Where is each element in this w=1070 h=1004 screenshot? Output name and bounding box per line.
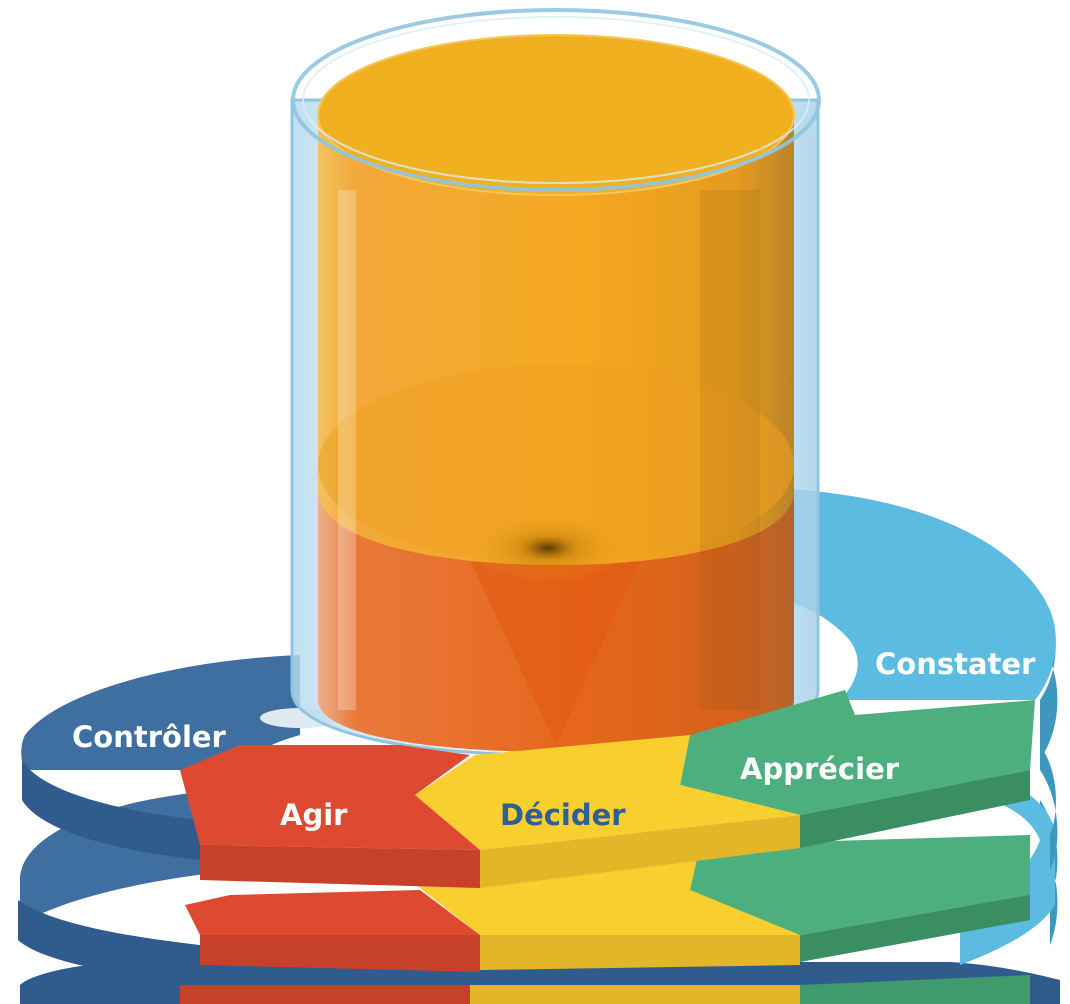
label-apprecier: Apprécier [740,752,900,786]
liquid-cylinder [290,8,821,757]
label-decider: Décider [500,798,626,832]
segment-decider [415,735,800,888]
coil-1-back [1040,745,1058,870]
label-controler: Contrôler [72,720,227,754]
top-coil-back [21,490,1058,860]
top-coil-front [180,690,1035,888]
label-agir: Agir [280,798,348,832]
segment-apprecier [680,690,1035,848]
label-constater: Constater [875,647,1036,681]
segment-labels: Constater Apprécier Décider Agir Contrôl… [72,647,1036,832]
segment-agir [180,745,480,888]
coil-3 [20,962,1060,1004]
